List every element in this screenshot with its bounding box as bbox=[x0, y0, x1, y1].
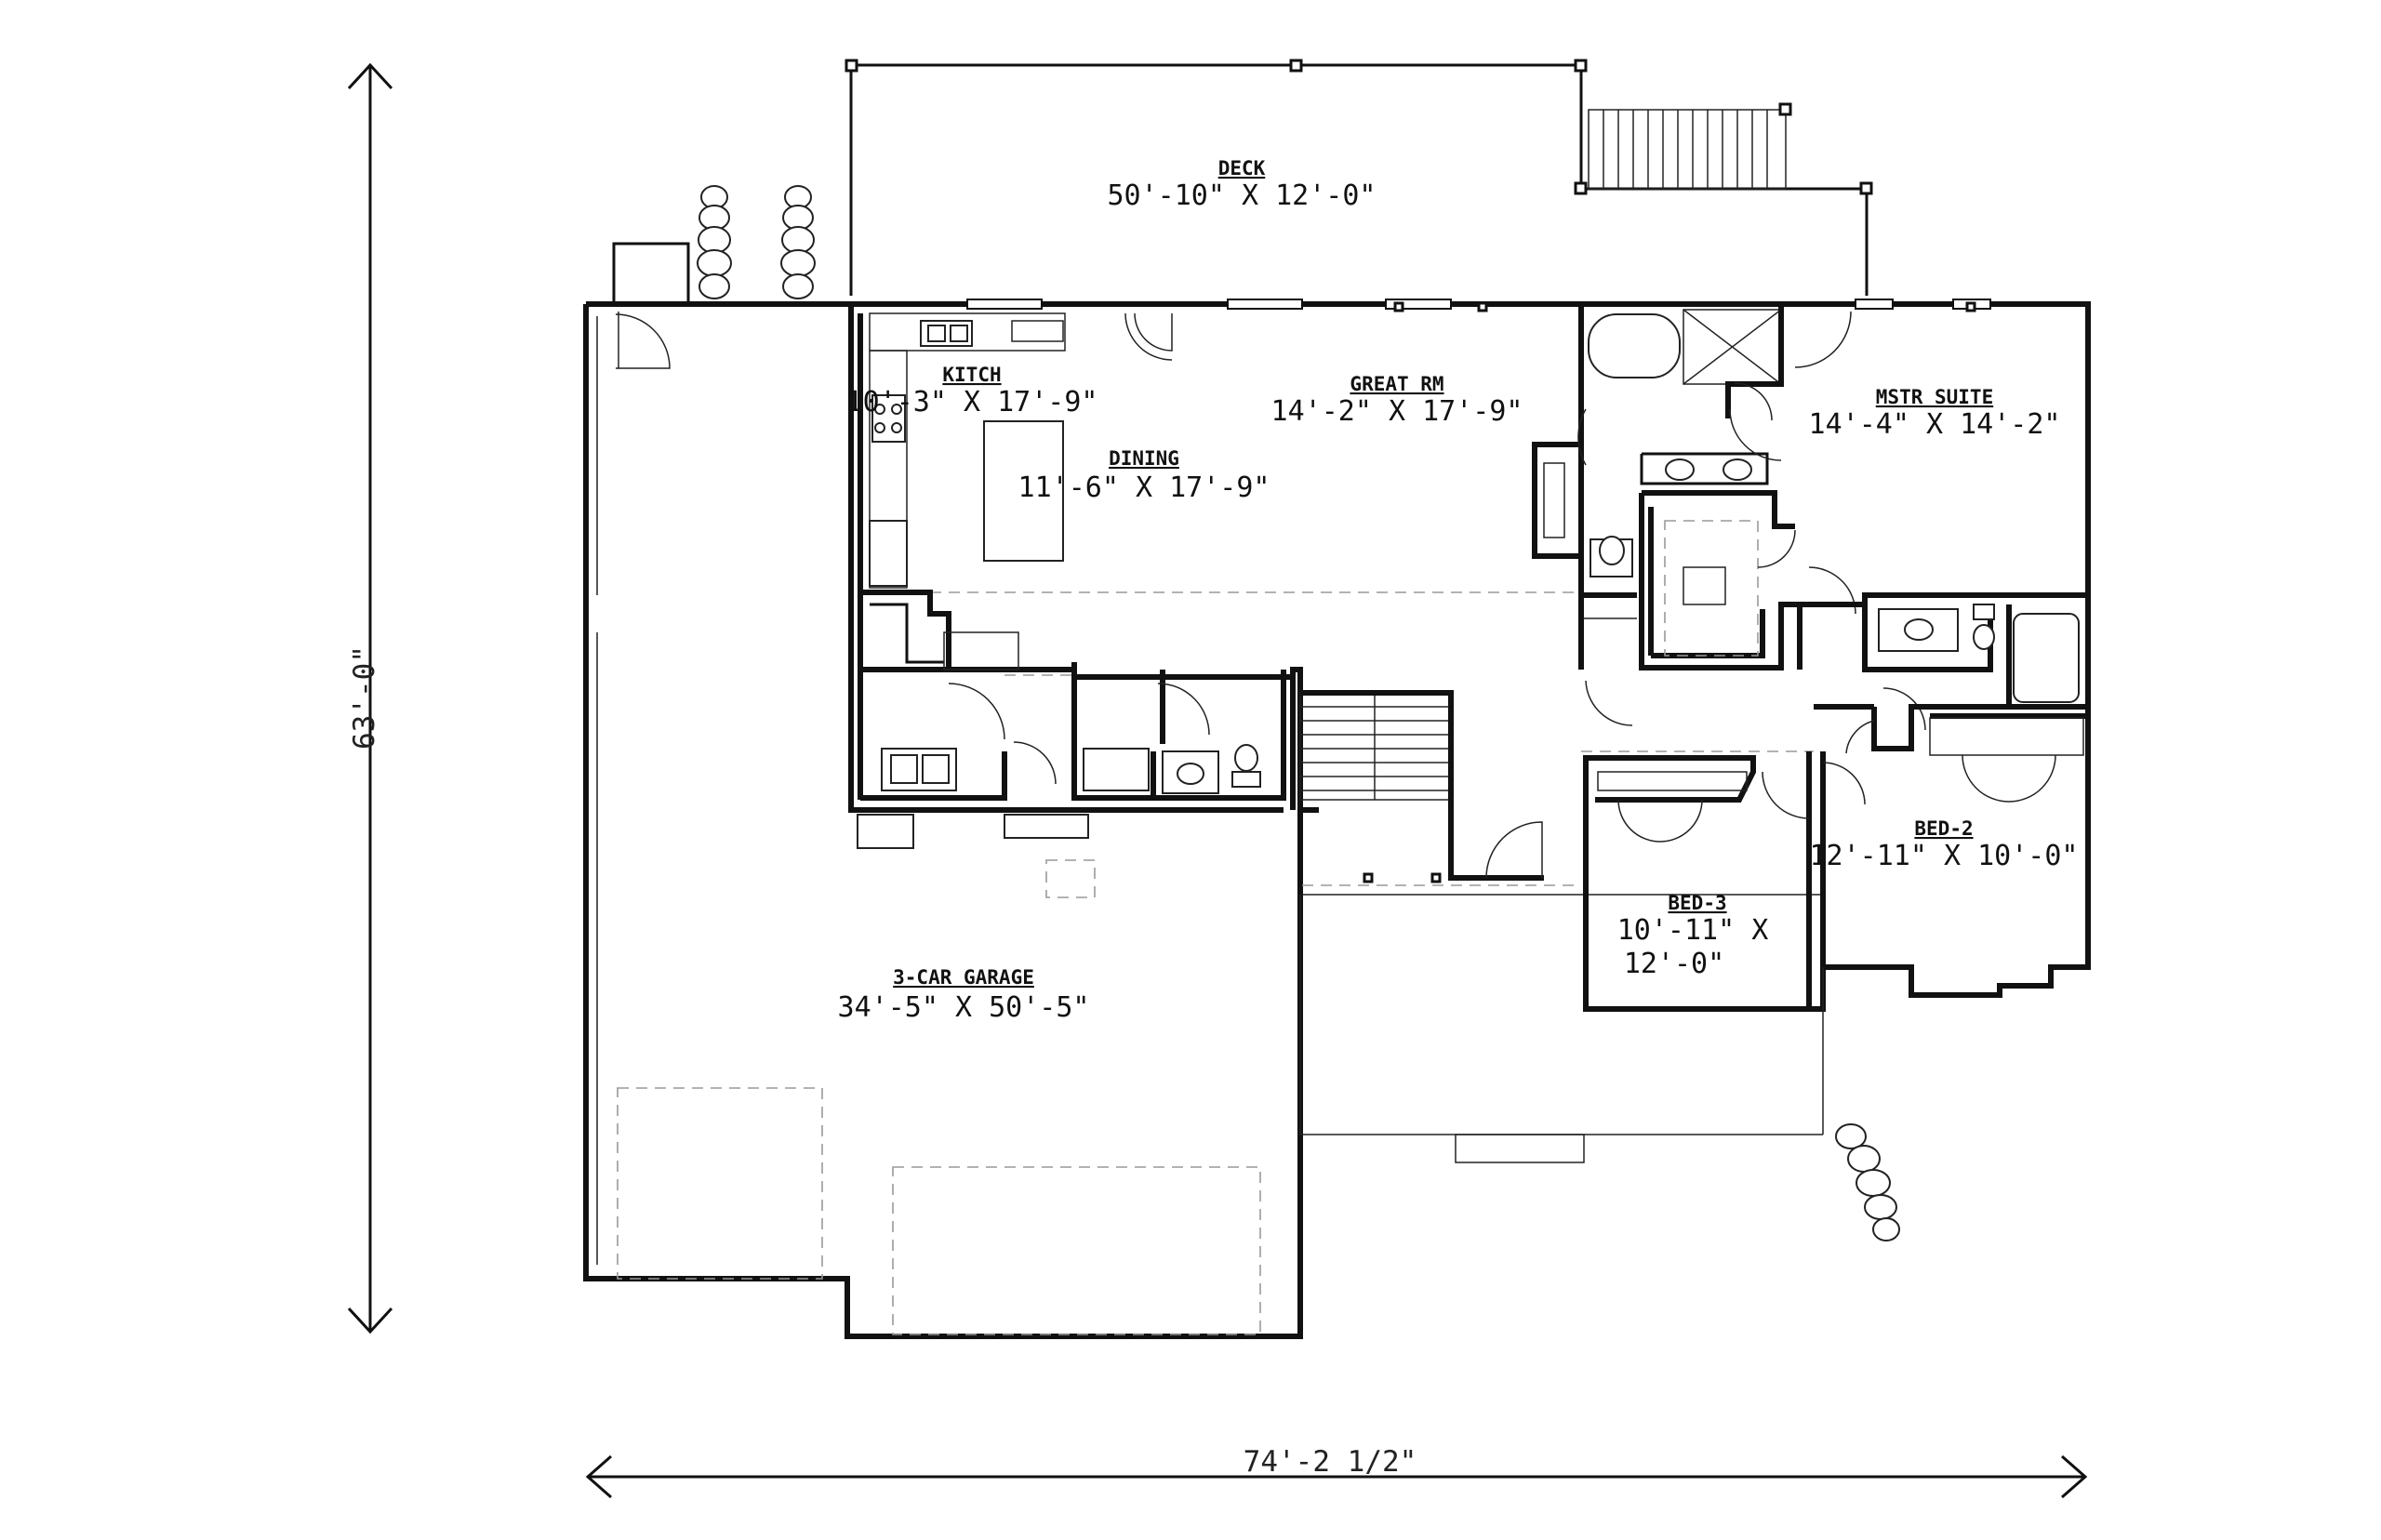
bed-2: BED-2 12'-11" X 10'-0" bbox=[1810, 713, 2088, 967]
ac-unit bbox=[612, 242, 690, 306]
shrub-mid bbox=[780, 185, 816, 299]
kitchen-name: KITCH bbox=[942, 364, 1001, 386]
great-room: GREAT RM 14'-2" X 17'-9" bbox=[1124, 312, 1581, 559]
bed3-size-line2: 12'-0" bbox=[1624, 948, 1724, 980]
bed2-name: BED-2 bbox=[1914, 817, 1973, 840]
bed3-name: BED-3 bbox=[1668, 892, 1726, 914]
utility-area bbox=[858, 590, 1286, 801]
bed3-size-line1: 10'-11" X bbox=[1617, 914, 1769, 947]
garage-size: 34'-5" X 50'-5" bbox=[838, 991, 1090, 1024]
great-room-size: 14'-2" X 17'-9" bbox=[1271, 395, 1523, 428]
kitchen-size: 10'-3" X 17'-9" bbox=[846, 386, 1098, 418]
great-room-name: GREAT RM bbox=[1350, 373, 1443, 395]
dining-size: 11'-6" X 17'-9" bbox=[1018, 471, 1270, 504]
deck: DECK 50'-10" X 12'-0" bbox=[845, 59, 1873, 296]
rear-windows bbox=[966, 299, 1991, 312]
dining-name: DINING bbox=[1109, 447, 1179, 470]
master-suite-name: MSTR SUITE bbox=[1876, 386, 1993, 408]
overall-depth-label: 63'-0" bbox=[348, 645, 381, 750]
bed-3: BED-3 10'-11" X 12'-0" bbox=[1583, 751, 1812, 1012]
kitchen: KITCH 10'-3" X 17'-9" bbox=[846, 312, 1581, 593]
overall-width-label: 74'-2 1/2" bbox=[1244, 1445, 1417, 1479]
bed2-size: 12'-11" X 10'-0" bbox=[1810, 840, 2079, 872]
width-dimension-line: 74'-2 1/2" bbox=[585, 1445, 2088, 1499]
deck-size: 50'-10" X 12'-0" bbox=[1108, 179, 1377, 212]
garage: 3-CAR GARAGE 34'-5" X 50'-5" bbox=[583, 301, 1319, 1339]
shrub-front bbox=[1835, 1123, 1900, 1241]
bedroom-hall bbox=[1581, 704, 2088, 800]
master-suite-size: 14'-4" X 14'-2" bbox=[1809, 408, 2061, 441]
garage-name: 3-CAR GARAGE bbox=[893, 966, 1034, 989]
depth-dimension-line: 63'-0" bbox=[347, 62, 393, 1334]
shrub-left bbox=[697, 185, 732, 299]
deck-name: DECK bbox=[1218, 157, 1266, 179]
dining: DINING 11'-6" X 17'-9" bbox=[1018, 447, 1270, 504]
master-suite: MSTR SUITE 14'-4" X 14'-2" bbox=[1577, 307, 2088, 726]
deck-stairs bbox=[1603, 110, 1768, 189]
interior-stairs bbox=[1299, 690, 1581, 886]
hall-bath bbox=[1862, 604, 2088, 731]
